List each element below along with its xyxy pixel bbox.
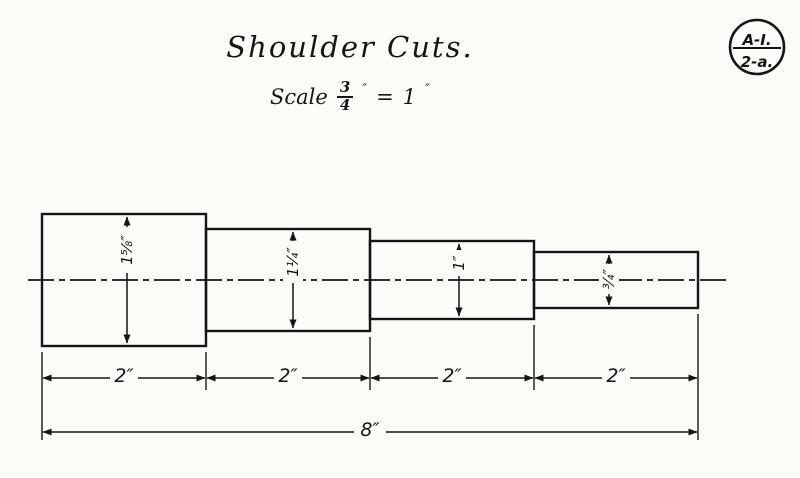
diameter-label-1: 1⅝″ (117, 227, 137, 273)
overall-dim-label: 8″ (360, 419, 379, 441)
badge-bottom-text: 2-a. (741, 53, 773, 71)
diameter-label-3-bg (449, 250, 469, 276)
badge-top-text: A-I. (741, 31, 771, 49)
diameter-label-4-text: ¾″ (600, 269, 618, 290)
diameter-label-3: 1″ (449, 250, 469, 276)
shaft-section-4 (532, 250, 700, 310)
segment-dim-1-label: 2″ (114, 365, 133, 387)
scale-fraction: 3 4 (336, 79, 354, 114)
segment-dim-3-label: 2″ (442, 365, 461, 387)
scale-equals: = (376, 84, 394, 109)
scale-fraction-unit: ″ (362, 82, 368, 98)
drawing-number-badge: A-I. 2-a. (728, 18, 786, 76)
diameter-label-4-bg (599, 264, 619, 294)
diameter-label-1-text: 1⅝″ (118, 235, 136, 265)
shaft-sections (40, 212, 700, 348)
scale-value-unit: ″ (425, 82, 430, 98)
segment-dim-4-label: 2″ (606, 365, 625, 387)
scale-note: Scale 3 4 ″ = 1 ″ (215, 79, 485, 114)
diameter-label-2: 1¼″ (283, 241, 303, 283)
diameter-label-3-text: 1″ (450, 255, 468, 271)
badge-circle (728, 18, 786, 76)
diameter-label-1-bg (117, 227, 137, 273)
page-title: Shoulder Cuts. (226, 30, 474, 64)
scale-value: 1 (402, 84, 417, 109)
diameter-label-2-text: 1¼″ (284, 247, 302, 277)
diameter-label-2-bg (283, 241, 303, 283)
scale-fraction-numerator: 3 (336, 79, 354, 98)
segment-dim-2-label: 2″ (278, 365, 297, 387)
scale-label: Scale (270, 84, 328, 109)
extension-lines (41, 314, 699, 440)
diameter-label-4: ¾″ (599, 264, 619, 294)
scale-fraction-denominator: 4 (339, 95, 351, 114)
